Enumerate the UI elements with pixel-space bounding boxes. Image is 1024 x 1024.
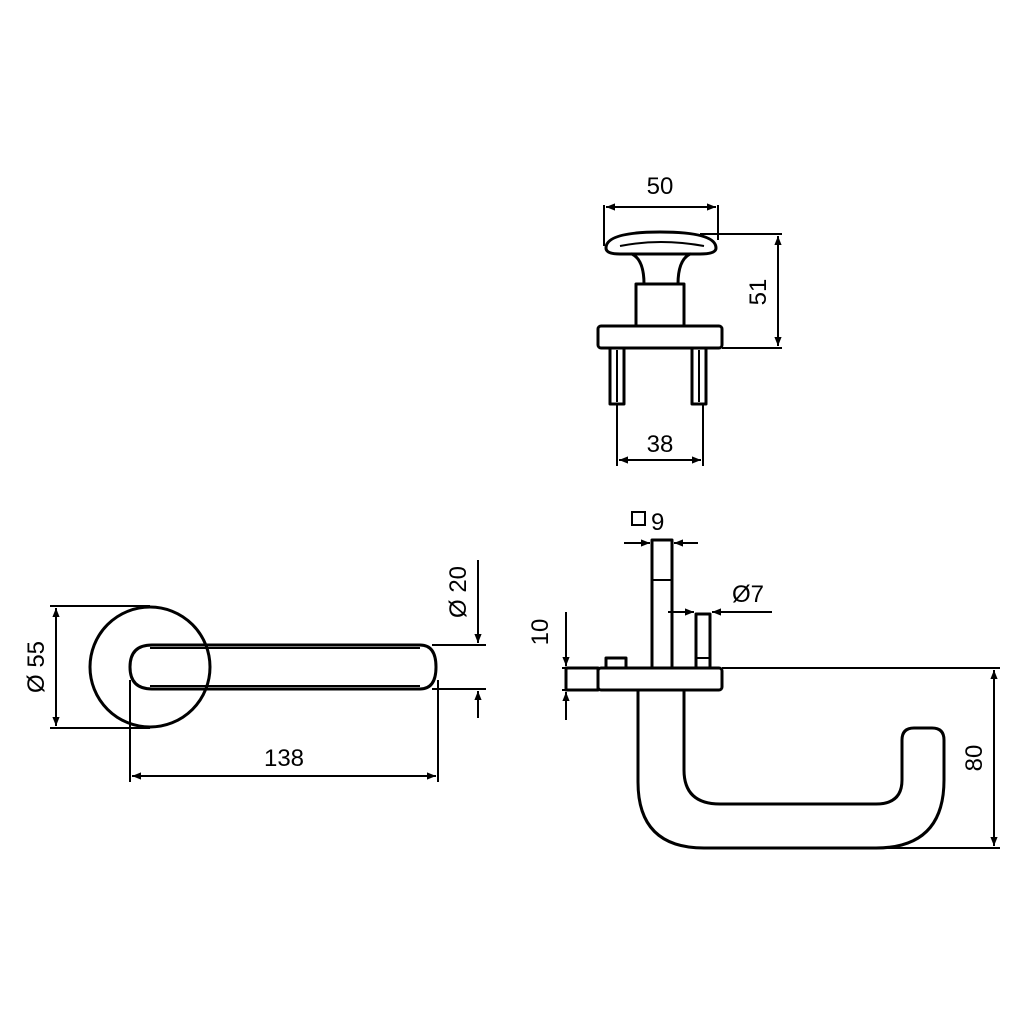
dimension-lever-length: 138 bbox=[264, 745, 304, 772]
dimension-lever-projection: 80 bbox=[961, 745, 988, 772]
dimension-rose-thickness: 10 bbox=[527, 619, 554, 646]
dimension-pin-spacing: 38 bbox=[647, 431, 674, 458]
lever-top-view: Ø 55 Ø 20 138 bbox=[23, 560, 486, 782]
dimension-knob-height: 51 bbox=[745, 279, 772, 306]
knob-view: 50 51 38 bbox=[596, 173, 782, 466]
dimension-rose-diameter: Ø 55 bbox=[23, 641, 50, 693]
dimension-lever-diameter: Ø 20 bbox=[445, 566, 472, 618]
dimension-spindle-square: 9 bbox=[651, 509, 664, 536]
dimension-pin-diameter: Ø7 bbox=[732, 581, 764, 608]
dimension-knob-width: 50 bbox=[647, 173, 674, 200]
lever-side-view: 9 Ø7 10 80 bbox=[527, 509, 1000, 850]
